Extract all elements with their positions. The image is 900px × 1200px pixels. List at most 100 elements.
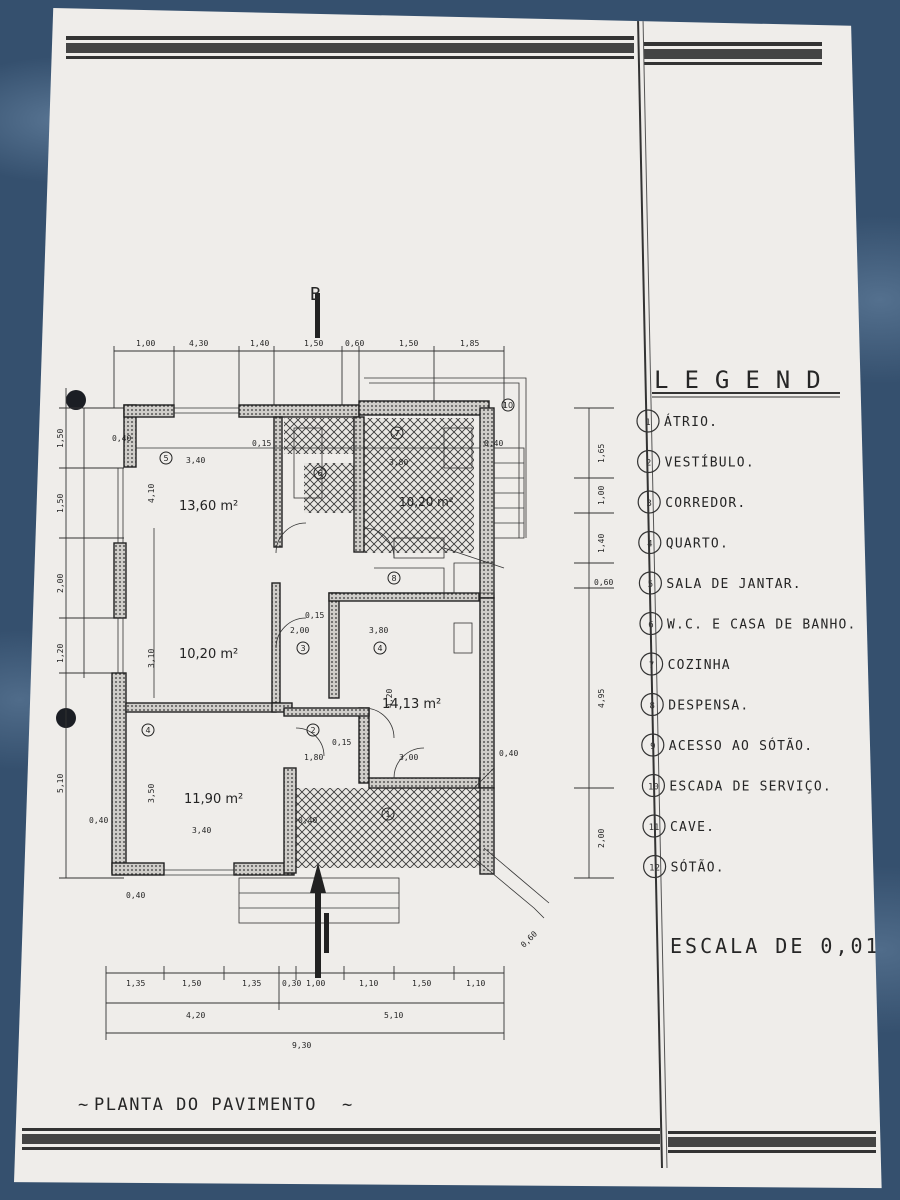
bubble-atrio: 1 <box>381 807 395 821</box>
legend-item: 11 CAVE. <box>642 814 715 838</box>
legend-heading: LEGEND <box>654 366 837 394</box>
wc-hatch <box>284 418 354 454</box>
legend-item-label: ÁTRIO. <box>664 414 718 430</box>
atrio-hatch <box>289 788 494 868</box>
legend-item-number: 5 <box>648 580 653 590</box>
room-area-quarto-low: 11,90 m² <box>184 792 243 807</box>
legend-item-bubble <box>639 611 663 636</box>
svg-text:0,60: 0,60 <box>519 929 539 949</box>
svg-text:0,40: 0,40 <box>89 816 108 825</box>
legend-item-bubble <box>642 814 666 838</box>
svg-text:1,50: 1,50 <box>412 979 431 988</box>
scale-note: ESCALA DE 0,01 : <box>670 934 886 958</box>
svg-text:5,10: 5,10 <box>56 774 65 793</box>
svg-text:3,00: 3,00 <box>399 753 418 762</box>
bubble-corredor: 3 <box>296 641 310 655</box>
svg-text:1,65: 1,65 <box>597 444 606 463</box>
legend-item-label: CAVE. <box>670 820 715 835</box>
legend-item-number: 7 <box>649 661 654 671</box>
legend-item-number: 2 <box>646 459 651 469</box>
legend-item-number: 10 <box>648 783 659 793</box>
svg-text:1,20: 1,20 <box>56 644 65 663</box>
legend-item-label: W.C. E CASA DE BANHO. <box>667 618 857 633</box>
svg-text:0,15: 0,15 <box>252 439 271 448</box>
legend-item-bubble <box>641 773 666 798</box>
svg-text:1,50: 1,50 <box>399 339 418 348</box>
legend-item: 5 SALA DE JANTAR. <box>638 571 801 595</box>
bubble-despensa: 8 <box>387 571 401 585</box>
svg-text:0,30: 0,30 <box>282 979 301 988</box>
legend-item-bubble <box>640 692 664 717</box>
bubble-quarto-low: 4 <box>141 723 155 737</box>
legend-item-label: ACESSO AO SÓTÃO. <box>669 738 813 754</box>
svg-text:1,40: 1,40 <box>597 534 606 553</box>
legend-item-bubble <box>639 652 664 676</box>
svg-text:1,00: 1,00 <box>597 486 606 505</box>
dimension-lines <box>59 346 614 1040</box>
svg-text:10: 10 <box>503 401 513 410</box>
svg-text:0,15: 0,15 <box>332 738 351 747</box>
legend-item: 12 SÓTÃO. <box>642 854 725 879</box>
svg-text:3,40: 3,40 <box>192 826 211 835</box>
legend-item-number: 12 <box>649 864 660 874</box>
legend-item: 6 W.C. E CASA DE BANHO. <box>639 611 857 636</box>
drawing-title: ~ PLANTA DO PAVIMENTO ~ <box>78 1095 352 1115</box>
legend-item-label: SALA DE JANTAR. <box>666 577 801 592</box>
svg-text:0,60: 0,60 <box>594 578 613 587</box>
svg-text:0,40: 0,40 <box>499 749 518 758</box>
bubble-vestibulo: 2 <box>306 723 320 737</box>
bubble-quarto-right: 4 <box>373 641 387 655</box>
svg-text:0,40: 0,40 <box>112 434 131 443</box>
svg-text:1,50: 1,50 <box>56 429 65 448</box>
svg-text:3,80: 3,80 <box>389 458 408 467</box>
svg-text:3,50: 3,50 <box>147 784 156 803</box>
svg-text:1,35: 1,35 <box>242 979 261 988</box>
svg-text:0,15: 0,15 <box>305 611 324 620</box>
legend-item: 9 ACESSO AO SÓTÃO. <box>641 733 813 757</box>
svg-text:4: 4 <box>145 726 150 735</box>
room-area-quarto-right: 14,13 m² <box>382 697 441 712</box>
bottom-border-band <box>22 1128 876 1153</box>
svg-text:1,10: 1,10 <box>359 979 378 988</box>
svg-text:6: 6 <box>317 469 322 478</box>
svg-text:0,40: 0,40 <box>126 891 145 900</box>
legend-item: 1 ÁTRIO. <box>636 409 718 433</box>
legend-item-label: ESCADA DE SERVIÇO. <box>669 780 831 795</box>
room-area-cozinha: 10,20 m² <box>399 495 454 509</box>
room-area-quarto-mid: 10,20 m² <box>179 647 238 662</box>
svg-text:4: 4 <box>377 644 382 653</box>
svg-text:1: 1 <box>385 810 390 819</box>
legend-item-number: 9 <box>650 742 655 752</box>
svg-text:3,40: 3,40 <box>186 456 205 465</box>
legend-item-bubble <box>636 409 660 433</box>
svg-text:4,10: 4,10 <box>147 484 156 503</box>
entrance-arrow <box>310 863 329 978</box>
room-area-sala: 13,60 m² <box>179 499 238 514</box>
top-border-band <box>66 36 822 65</box>
legend-item-number: 11 <box>649 823 660 833</box>
legend-item-bubble <box>638 571 663 595</box>
svg-text:7: 7 <box>394 429 399 438</box>
room-number-bubbles: 5 4 7 4 3 2 1 6 8 10 <box>141 398 515 821</box>
svg-text:~: ~ <box>78 1095 88 1115</box>
legend-item-number: 6 <box>648 621 653 631</box>
svg-text:~: ~ <box>342 1095 352 1115</box>
legend-item-label: SÓTÃO. <box>671 860 725 876</box>
svg-text:B: B <box>310 284 321 305</box>
binder-hole-top <box>66 390 86 410</box>
section-marker-b: B <box>310 284 321 338</box>
legend-item-label: CORREDOR. <box>665 496 746 511</box>
legend-item-number: 3 <box>646 499 651 509</box>
legend-item-bubble <box>638 530 662 555</box>
svg-text:1,50: 1,50 <box>56 494 65 513</box>
bubble-escada: 10 <box>501 398 515 412</box>
svg-text:3,10: 3,10 <box>147 649 156 668</box>
svg-text:2,00: 2,00 <box>290 626 309 635</box>
legend-item-label: VESTÍBULO. <box>665 455 755 471</box>
svg-text:1,80: 1,80 <box>304 753 323 762</box>
legend-item-number: 1 <box>645 418 650 428</box>
legend-item-label: QUARTO. <box>666 537 729 552</box>
svg-text:1,50: 1,50 <box>182 979 201 988</box>
